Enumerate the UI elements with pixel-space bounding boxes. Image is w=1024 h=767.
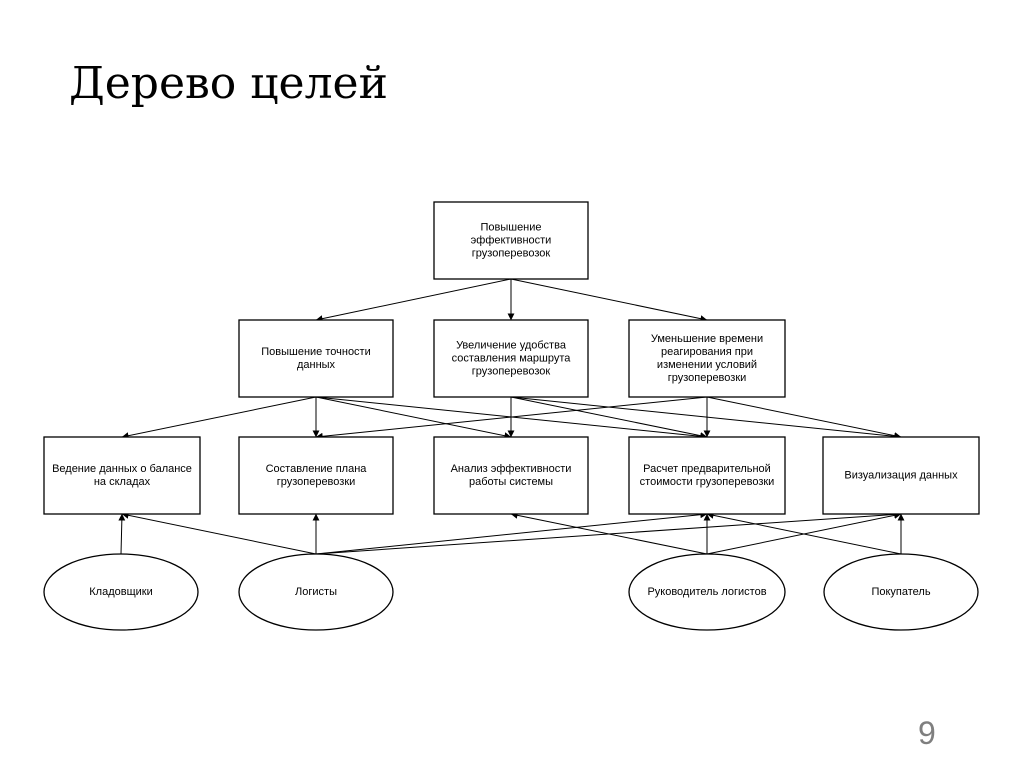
edge-a3-to-t3 (510, 511, 708, 555)
node-goal-data-accuracy-label-line: Повышение точности (261, 346, 371, 358)
page-number: 9 (918, 715, 936, 751)
node-actor-logisticians-ellipse (238, 553, 394, 631)
node-task-system-analysis-box (433, 436, 589, 515)
node-root-goal-box (433, 201, 589, 280)
node-task-transport-plan-label-line: грузоперевозки (277, 476, 356, 488)
node-actor-logistics-head: Руководитель логистов (628, 553, 786, 631)
node-actor-buyer-ellipse (823, 553, 979, 631)
node-task-warehouse-balance-box (43, 436, 201, 515)
node-goal-response-time-box (628, 319, 786, 398)
node-actor-logistics-head-ellipse (628, 553, 786, 631)
node-root-goal-label-line: грузоперевозок (472, 248, 551, 260)
node-goal-response-time-label-line: Уменьшение времени (651, 333, 763, 345)
edge-a1-to-t1 (118, 513, 126, 555)
node-goal-response-time-label-line: изменении условий (657, 359, 757, 371)
node-task-system-analysis-label-line: работы системы (469, 476, 553, 488)
edge-g3-to-t5 (706, 396, 902, 440)
edge-root-to-g3 (510, 278, 708, 323)
node-actor-logisticians: Логисты (238, 553, 394, 631)
edge-root-to-g1 (315, 278, 512, 323)
node-task-data-visualization-box (822, 436, 980, 515)
edges-layer (118, 278, 905, 555)
node-goal-route-convenience-label-line: Увеличение удобства (456, 340, 567, 352)
node-task-transport-plan-label-line: Составление плана (266, 463, 368, 475)
node-goal-route-convenience-box (433, 319, 589, 398)
node-actor-logisticians-label-line: Логисты (295, 586, 337, 598)
node-actor-buyer: Покупатель (823, 553, 979, 631)
node-task-transport-plan-box (238, 436, 394, 515)
node-task-warehouse-balance-label-line: Ведение данных о балансе (52, 463, 192, 475)
node-goal-data-accuracy-box (238, 319, 394, 398)
node-goal-response-time-label-line: реагирования при (661, 346, 753, 358)
node-root-goal-label-line: эффективности (471, 235, 552, 247)
edge-g2-to-t5 (510, 396, 902, 440)
node-goal-route-convenience-label-line: составления маршрута (452, 353, 572, 365)
edge-g1-to-t3 (315, 396, 512, 440)
node-goal-route-convenience-label-line: грузоперевозок (472, 366, 551, 378)
edge-a4-to-t4 (706, 511, 902, 555)
node-root-goal-label-line: Повышение (480, 222, 541, 234)
node-actor-storekeepers: Кладовщики (43, 553, 199, 631)
node-actor-storekeepers-ellipse (43, 553, 199, 631)
node-task-cost-estimate-box (628, 436, 786, 515)
node-actor-logistics-head-label-line: Руководитель логистов (647, 586, 766, 598)
nodes-layer: ПовышениеэффективностигрузоперевозокПовы… (43, 201, 980, 631)
node-task-data-visualization: Визуализация данных (822, 436, 980, 515)
node-task-data-visualization-label-line: Визуализация данных (844, 470, 958, 482)
edge-g1-to-t1 (121, 396, 317, 440)
edge-a2-to-t4 (315, 511, 708, 555)
node-goal-response-time-label-line: грузоперевозки (668, 372, 747, 384)
edge-a2-to-t1 (121, 511, 317, 555)
node-task-warehouse-balance-label-line: на складах (94, 476, 151, 488)
node-actor-storekeepers-label-line: Кладовщики (89, 586, 152, 598)
edge-g3-to-t2 (315, 396, 708, 440)
node-task-cost-estimate-label-line: стоимости грузоперевозки (640, 476, 775, 488)
node-task-system-analysis-label-line: Анализ эффективности (451, 463, 572, 475)
node-goal-data-accuracy-label-line: данных (297, 359, 336, 371)
node-task-cost-estimate-label-line: Расчет предварительной (643, 463, 771, 475)
slide-title: Дерево целей (69, 58, 388, 109)
node-actor-buyer-label-line: Покупатель (871, 586, 930, 598)
edge-g2-to-t4 (510, 396, 708, 440)
